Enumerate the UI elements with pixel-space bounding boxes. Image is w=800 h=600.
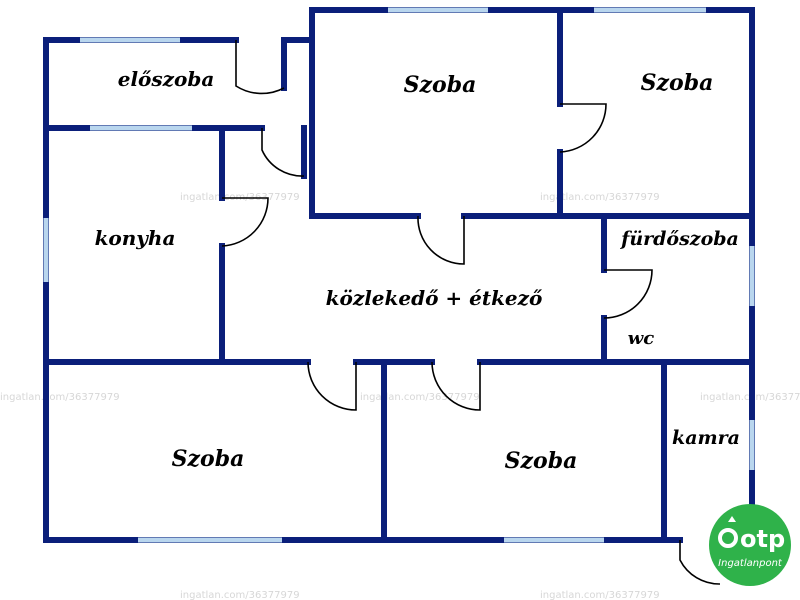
room-label-furdoszoba: fürdőszoba [619, 228, 739, 250]
otp-logo-brand: otp [740, 525, 785, 553]
room-labels: előszoba Szoba Szoba konyha fürdőszoba k… [95, 67, 740, 474]
windows [43, 7, 755, 543]
door [221, 197, 269, 247]
room-label-szoba-top-right: Szoba [641, 70, 714, 96]
door [431, 361, 481, 411]
watermark-text: ingatlan.com/36377979 [540, 590, 660, 600]
watermark-text: ingatlan.com/36377979 [540, 192, 660, 203]
otp-logo: otp Ingatlanpont [709, 504, 791, 586]
otp-logo-icon [718, 516, 738, 548]
doors [221, 40, 721, 585]
door [559, 103, 607, 153]
room-label-wc: wc [628, 328, 654, 349]
door [261, 128, 305, 177]
room-label-szoba-bottom-left: Szoba [172, 446, 245, 472]
door [417, 215, 465, 265]
door [679, 540, 721, 585]
room-label-kamra: kamra [672, 427, 740, 449]
room-label-kozlekedo: közlekedő + étkező [326, 286, 543, 310]
otp-logo-badge [709, 504, 791, 586]
door [603, 269, 653, 319]
room-label-konyha: konyha [95, 226, 176, 250]
door [307, 361, 357, 411]
watermark-text: ingatlan.com/36377979 [180, 590, 300, 600]
room-label-eloszoba: előszoba [118, 67, 215, 91]
room-label-szoba-top-mid: Szoba [404, 72, 477, 98]
otp-logo-sub: Ingatlanpont [718, 558, 783, 569]
watermark-text: ingatlan.com/36377979 [360, 392, 480, 403]
watermark-text: ingatlan.com/36377979 [0, 392, 120, 403]
door [235, 40, 285, 95]
room-label-szoba-bottom-mid: Szoba [505, 448, 578, 474]
